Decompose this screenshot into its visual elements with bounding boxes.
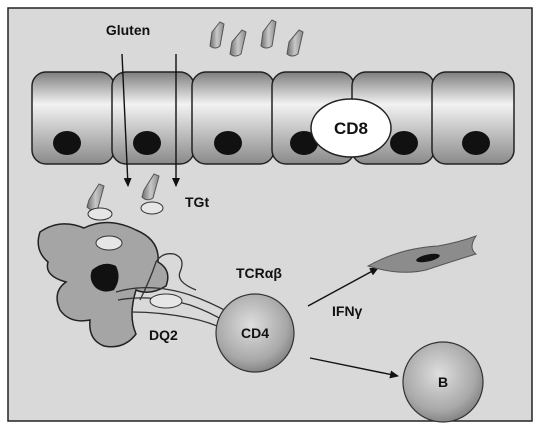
tcr-link	[117, 297, 227, 323]
epithelial-layer	[31, 71, 515, 165]
peptide-disc	[95, 235, 123, 251]
tcr-label: TCRαβ	[236, 265, 282, 281]
cd4-cell	[215, 293, 295, 373]
gluten-transport-arrow	[121, 53, 132, 187]
b-cell	[402, 341, 484, 423]
nucleus	[462, 131, 490, 155]
peptide-disc	[140, 201, 164, 215]
fibroblast-nucleus	[416, 253, 440, 263]
ifn-label: IFNγ	[332, 303, 363, 319]
nucleus	[133, 131, 161, 155]
b-cell-arrow	[309, 357, 399, 379]
tcr-link	[139, 253, 197, 301]
gluten-fragment-icon	[286, 29, 304, 57]
nucleus	[53, 131, 81, 155]
dq2-label: DQ2	[149, 327, 178, 343]
cd8-cell	[310, 98, 392, 158]
nucleus	[290, 131, 318, 155]
gluten-fragment-icon	[260, 19, 277, 49]
tgt-label: TGt	[185, 194, 209, 210]
cd4-label: CD4	[241, 325, 269, 341]
gluten-label: Gluten	[106, 22, 150, 38]
gluten-fragments	[209, 19, 304, 57]
cd8-label: CD8	[334, 119, 368, 138]
fibroblast-cell	[366, 234, 478, 273]
dendritic-nucleus	[90, 263, 119, 292]
gluten-fragment-icon	[209, 21, 225, 49]
gluten-fragment-icon	[229, 29, 247, 57]
tcr-link	[115, 287, 229, 313]
epithelial-cell	[431, 71, 515, 165]
ifn-arrow	[307, 267, 379, 307]
dq2-peptide-complex	[149, 293, 183, 309]
nucleus	[214, 131, 242, 155]
gluten-fragment-icon	[141, 173, 160, 201]
peptide-disc	[87, 207, 113, 221]
b-cell-label: B	[438, 374, 448, 390]
nucleus	[390, 131, 418, 155]
deamidated-fragments	[86, 173, 164, 221]
